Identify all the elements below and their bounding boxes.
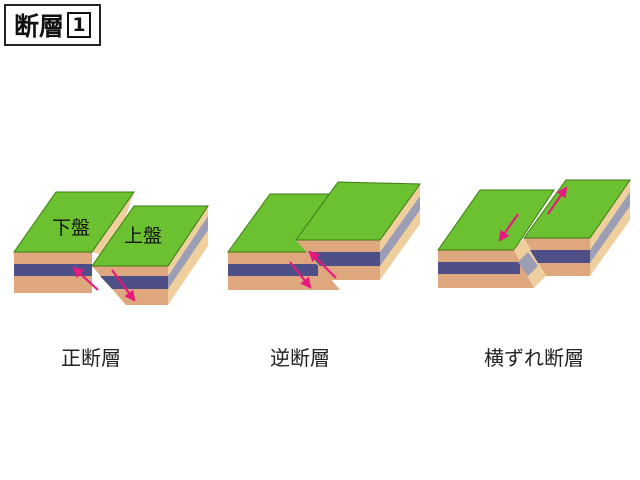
caption-reverse-fault: 逆断層 <box>270 346 330 370</box>
normal-fault-block: 下盤 上盤 <box>13 191 209 305</box>
normal-fault-scarp <box>92 192 134 258</box>
title-box: 断層 1 <box>4 4 102 46</box>
reverse-arrow-down <box>289 261 312 289</box>
strike-arrow-right <box>547 186 568 215</box>
strike-slip-fault-block <box>437 179 631 288</box>
normal-hanging-side <box>168 206 208 305</box>
caption-strike-slip-fault: 横ずれ断層 <box>484 346 584 370</box>
strike-right-top <box>523 179 631 239</box>
strike-fault-face-layer <box>518 252 538 276</box>
hanging-wall-label: 上盤 <box>124 225 162 247</box>
strike-arrow-left <box>498 213 519 242</box>
reverse-right-side <box>380 184 420 280</box>
normal-footwall-top <box>13 191 135 253</box>
reverse-right-front <box>296 240 380 280</box>
strike-left-front <box>438 250 534 288</box>
normal-arrow-down <box>111 269 136 302</box>
normal-hanging-top <box>91 205 209 267</box>
strike-left-top <box>437 189 555 251</box>
reverse-arrow-up <box>308 250 337 279</box>
footwall-label: 下盤 <box>52 217 90 239</box>
title-number: 1 <box>67 12 92 38</box>
strike-right-side <box>590 180 630 276</box>
normal-hanging-front <box>92 266 168 305</box>
strike-right-front <box>524 238 590 276</box>
title-text: 断層 <box>14 12 65 41</box>
reverse-right-top <box>295 181 421 241</box>
reverse-fault-block <box>227 181 421 290</box>
caption-normal-fault: 正断層 <box>61 346 121 370</box>
normal-arrow-up <box>72 266 99 291</box>
